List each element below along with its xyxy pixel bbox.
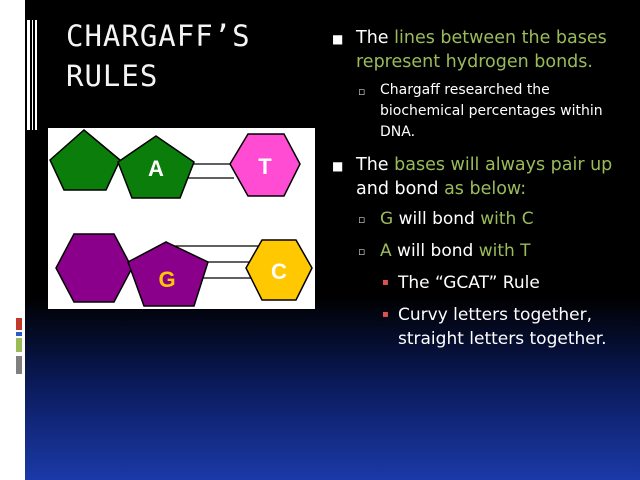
sub-bullet-a-t: ▫ A will bond with T xyxy=(332,239,632,263)
bullet-pairing: ■ The bases will always pair up and bond… xyxy=(332,155,613,199)
bullet-hydrogen-bonds: ■ The lines between the bases represent … xyxy=(332,28,607,72)
sub-sub-bullet-marker: ▪ xyxy=(382,309,389,320)
base-g-shape xyxy=(127,241,209,307)
left-decor-strip xyxy=(0,0,25,480)
sub-bullet-g-c: ▫ G will bond with C xyxy=(332,207,632,231)
decor-bars xyxy=(25,20,39,130)
sub-sub-bullet-gcat: ▪ The “GCAT” Rule xyxy=(382,273,540,293)
title-line-1: CHARGAFF’S xyxy=(66,19,251,53)
base-c-label: C xyxy=(271,259,287,284)
sub-sub-bullet-marker: ▪ xyxy=(382,277,389,288)
sugar-hexagon-bottom xyxy=(55,233,133,303)
bullet-list: ■ The lines between the bases represent … xyxy=(332,26,632,359)
bullet-marker: ■ xyxy=(332,159,344,173)
sub-bullet-marker: ▫ xyxy=(358,245,366,258)
slide-title: CHARGAFF’S RULES xyxy=(66,16,316,96)
base-t-label: T xyxy=(258,154,272,179)
base-pair-diagram: A T G C xyxy=(48,128,315,309)
base-t-shape xyxy=(229,133,301,197)
sugar-pentagon-top xyxy=(49,129,121,191)
base-a-label: A xyxy=(148,156,164,181)
base-c-shape xyxy=(245,239,313,301)
accent-bars xyxy=(16,318,24,390)
sub-bullet-marker: ▫ xyxy=(358,85,366,98)
sub-bullet-chargaff-research: ▫ Chargaff researched the biochemical pe… xyxy=(358,82,603,140)
sub-sub-bullet-curvy-straight: ▪ Curvy letters together, straight lette… xyxy=(382,305,607,349)
title-line-2: RULES xyxy=(66,59,159,93)
base-a-shape xyxy=(117,135,195,199)
base-g-label: G xyxy=(158,267,175,292)
bullet-marker: ■ xyxy=(332,32,344,46)
sub-bullet-marker: ▫ xyxy=(358,213,366,226)
